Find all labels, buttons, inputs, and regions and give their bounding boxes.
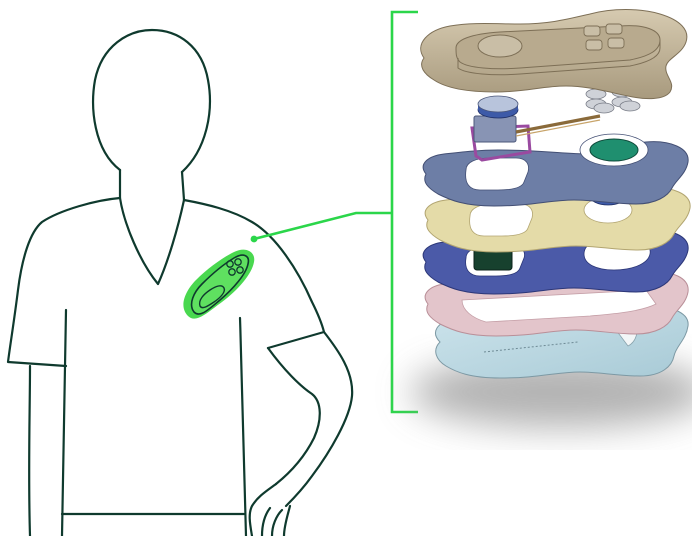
- wearable-patch-device-icon: [183, 250, 254, 319]
- exploded-layer-stack-icon: [410, 10, 692, 429]
- head-outline: [93, 30, 210, 172]
- right-arm-outline: [268, 348, 320, 484]
- left-arm-outline: [29, 366, 30, 536]
- v-neck-outline: [120, 198, 184, 284]
- person-outline-icon: [8, 30, 352, 536]
- layer-top-cover: [421, 10, 687, 99]
- left-body-outline: [62, 310, 66, 536]
- callout-connector: [251, 12, 418, 412]
- bracket: [392, 12, 418, 412]
- layer-electronics-board: [423, 87, 688, 206]
- right-body-outline: [240, 318, 246, 536]
- hand-outline: [250, 484, 290, 536]
- neck-outline: [120, 170, 184, 200]
- torso-outline: [8, 198, 120, 366]
- callout-line: [254, 213, 392, 239]
